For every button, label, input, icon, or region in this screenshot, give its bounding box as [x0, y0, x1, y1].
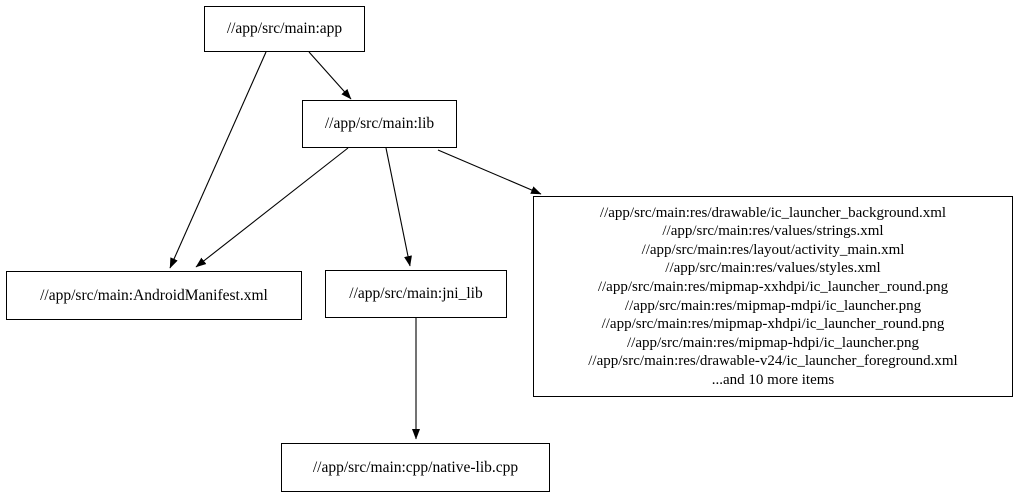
res-file-line: //app/src/main:res/values/strings.xml	[662, 223, 884, 240]
node-app: //app/src/main:app	[204, 6, 365, 52]
res-file-line: //app/src/main:res/drawable-v24/ic_launc…	[588, 353, 958, 370]
edge-lib-to-jni-lib	[385, 147, 412, 267]
res-file-line: //app/src/main:res/drawable/ic_launcher_…	[599, 204, 947, 221]
node-res-file-group: //app/src/main:res/drawable/ic_launcher_…	[533, 196, 1013, 397]
res-more-items-line: ...and 10 more items	[711, 371, 835, 388]
res-file-line: //app/src/main:res/mipmap-hdpi/ic_launch…	[626, 334, 919, 351]
node-native-lib-cpp-label: //app/src/main:cpp/native-lib.cpp	[312, 458, 519, 476]
edge-lib-to-res-group	[437, 149, 542, 195]
edge-app-to-manifest	[169, 51, 267, 269]
node-lib: //app/src/main:lib	[302, 100, 457, 148]
res-file-line: //app/src/main:res/values/styles.xml	[665, 260, 881, 277]
res-file-line: //app/src/main:res/mipmap-mdpi/ic_launch…	[624, 297, 922, 314]
edge-lib-to-manifest	[195, 147, 349, 268]
node-android-manifest-label: //app/src/main:AndroidManifest.xml	[40, 286, 268, 304]
node-lib-label: //app/src/main:lib	[324, 115, 435, 133]
node-android-manifest: //app/src/main:AndroidManifest.xml	[6, 271, 302, 320]
node-native-lib-cpp: //app/src/main:cpp/native-lib.cpp	[281, 443, 550, 492]
res-file-line: //app/src/main:res/layout/activity_main.…	[641, 241, 905, 258]
node-app-label: //app/src/main:app	[226, 20, 343, 38]
node-jni-lib-label: //app/src/main:jni_lib	[349, 285, 483, 303]
res-file-line: //app/src/main:res/mipmap-xxhdpi/ic_laun…	[597, 278, 949, 295]
node-jni-lib: //app/src/main:jni_lib	[325, 270, 507, 318]
edge-app-to-lib	[308, 51, 352, 100]
res-file-line: //app/src/main:res/mipmap-xhdpi/ic_launc…	[601, 316, 945, 333]
